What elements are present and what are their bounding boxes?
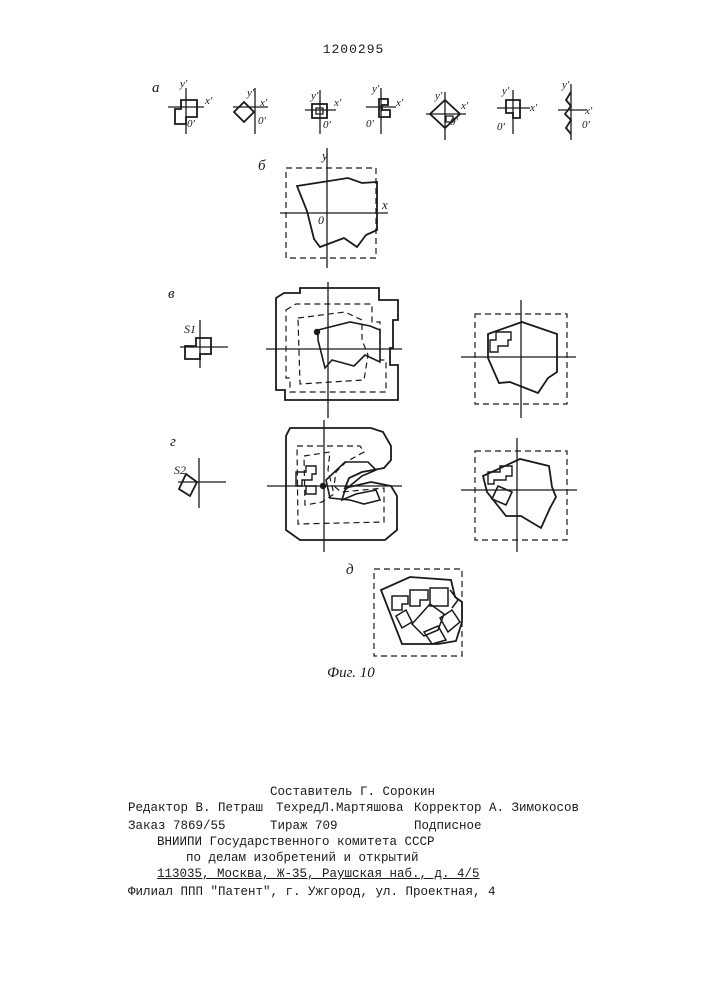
component-s1: S1 bbox=[180, 320, 228, 368]
row-a: а y' x' 0' y' x' 0' y' x' 0' bbox=[152, 78, 593, 140]
a2-o-label: 0' bbox=[258, 115, 267, 127]
row-label-d: д bbox=[346, 562, 354, 578]
circulation-line: Тираж 709 bbox=[270, 818, 338, 834]
org-line-2: по делам изобретений и открытий bbox=[186, 850, 419, 866]
a7-y-label: y' bbox=[561, 79, 570, 91]
a4-o-label: 0' bbox=[366, 118, 375, 130]
editor-line: Редактор В. Петраш bbox=[128, 800, 263, 816]
figure-caption: Фиг. 10 bbox=[327, 665, 375, 681]
a5-y-label: y' bbox=[434, 90, 443, 102]
a4-x-label: x' bbox=[395, 97, 404, 109]
s1-label: S1 bbox=[184, 322, 196, 336]
shape-a1: y' x' 0' bbox=[168, 78, 213, 134]
a7-x-label: x' bbox=[584, 105, 593, 117]
techred-line: ТехредЛ.Мартяшова bbox=[276, 800, 404, 816]
address-line: 113035, Москва, Ж-35, Раушская наб., д. … bbox=[157, 866, 480, 882]
a4-y-label: y' bbox=[371, 83, 380, 95]
subscription-line: Подписное bbox=[414, 818, 482, 834]
a2-x-label: x' bbox=[259, 97, 268, 109]
a2-y-label: y' bbox=[246, 87, 255, 99]
b-y-label: y bbox=[320, 148, 328, 163]
fit-region-g bbox=[267, 420, 402, 552]
branch-line: Филиал ППП "Патент", г. Ужгород, ул. Про… bbox=[128, 884, 496, 900]
row-d: д bbox=[346, 562, 462, 656]
row-v: в S1 bbox=[168, 282, 576, 418]
row-label-g: г bbox=[170, 434, 176, 450]
shape-a2: y' x' 0' bbox=[233, 87, 268, 134]
a3-o-label: 0' bbox=[323, 119, 332, 131]
shape-a7: y' x' 0' bbox=[558, 79, 593, 140]
placement-g bbox=[461, 438, 577, 552]
row-label-a: а bbox=[152, 80, 160, 96]
component-s2: S2 bbox=[174, 458, 226, 508]
row-label-v: в bbox=[168, 286, 175, 302]
shape-a4: y' x' 0' bbox=[366, 83, 404, 134]
placement-v bbox=[461, 300, 576, 418]
a6-o-label: 0' bbox=[497, 121, 506, 133]
a3-y-label: y' bbox=[310, 90, 319, 102]
compiler-line: Составитель Г. Сорокин bbox=[270, 784, 435, 800]
a5-x-label: x' bbox=[460, 100, 469, 112]
b-o-label: 0 bbox=[318, 213, 324, 227]
corrector-line: Корректор А. Зимокосов bbox=[414, 800, 579, 816]
a1-x-label: x' bbox=[204, 95, 213, 107]
row-b: б y x 0 bbox=[258, 148, 388, 268]
a1-o-label: 0' bbox=[187, 118, 196, 130]
s2-label: S2 bbox=[174, 463, 186, 477]
a5-o-label: 0' bbox=[450, 116, 459, 128]
a6-y-label: y' bbox=[501, 85, 510, 97]
order-line: Заказ 7869/55 bbox=[128, 818, 226, 834]
a3-x-label: x' bbox=[333, 97, 342, 109]
shape-a3: y' x' 0' bbox=[305, 90, 342, 134]
org-line-1: ВНИИПИ Государственного комитета СССР bbox=[157, 834, 435, 850]
a1-y-label: y' bbox=[179, 78, 188, 90]
shape-a6: y' x' 0' bbox=[497, 85, 538, 134]
shape-a5: y' x' 0' bbox=[426, 90, 469, 140]
b-x-label: x bbox=[381, 197, 388, 212]
row-label-b: б bbox=[258, 158, 266, 174]
a7-o-label: 0' bbox=[582, 119, 591, 131]
row-g: г S2 bbox=[170, 420, 577, 552]
a6-x-label: x' bbox=[529, 102, 538, 114]
fit-region-v bbox=[266, 282, 402, 418]
